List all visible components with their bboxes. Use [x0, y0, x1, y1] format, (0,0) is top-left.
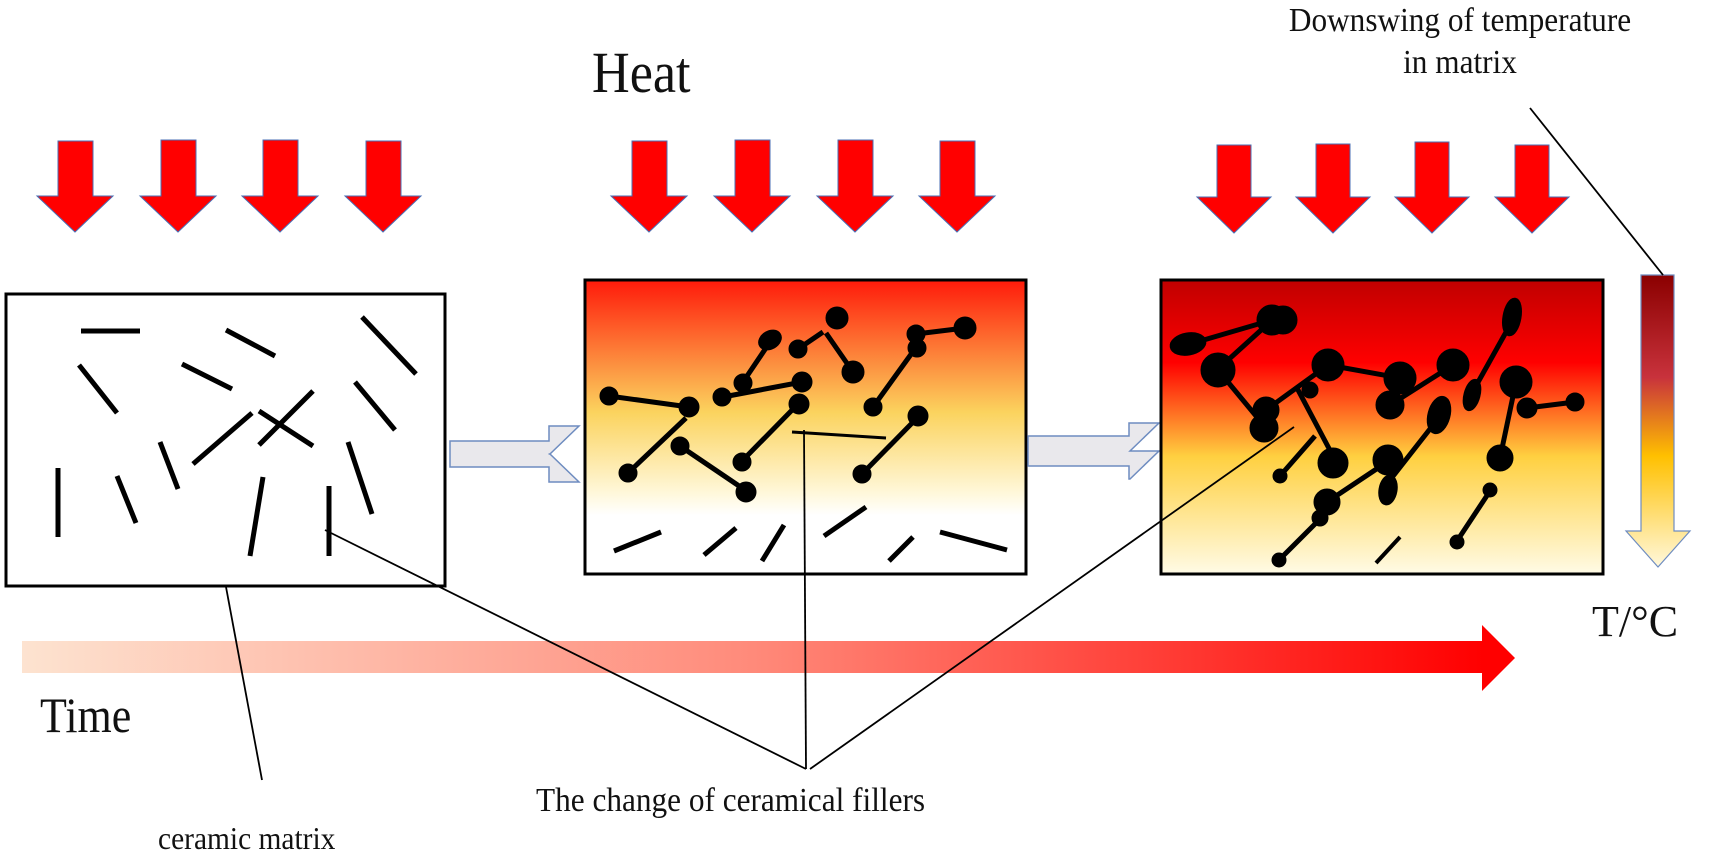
- heat-arrow-icon: [712, 139, 792, 233]
- stage-2-matrix-box: [583, 278, 1028, 576]
- temperature-unit-label: T/°C: [1592, 597, 1679, 646]
- heat-arrow-icon: [1393, 141, 1471, 234]
- downswing-line-1: Downswing of temperature: [1288, 2, 1632, 39]
- stage-arrow-icon: [449, 425, 581, 483]
- heat-arrow-icon: [138, 139, 218, 233]
- heat-arrow-icon: [240, 139, 320, 233]
- downswing-leader-line: [1529, 107, 1664, 276]
- heat-arrow-icon: [1195, 144, 1273, 234]
- unsintered-fillers: [613, 504, 1008, 563]
- heat-arrow-icon: [917, 140, 997, 233]
- heat-label: Heat: [592, 40, 691, 105]
- leader-lines: [225, 107, 1664, 781]
- fillers-leader-line-stage2: [803, 429, 807, 770]
- stage-1-matrix-box: [4, 292, 447, 588]
- matrix-caption: ceramic matrix: [158, 820, 336, 856]
- grown-fillers: [1169, 297, 1585, 568]
- heat-arrows-stage-2: [609, 139, 997, 233]
- fillers-leader-line-stage1: [324, 529, 807, 770]
- heat-arrow-icon: [1493, 144, 1571, 234]
- matrix-leader-line: [225, 586, 263, 781]
- heat-arrow-icon: [35, 140, 115, 233]
- sintered-fillers: [599, 306, 977, 503]
- stage-arrow-icon: [1027, 422, 1161, 480]
- fillers-caption: The change of ceramical fillers: [536, 782, 926, 819]
- heat-arrow-icon: [343, 140, 423, 233]
- heat-arrows-stage-1: [35, 139, 423, 233]
- temperature-gradient-arrow: [1624, 274, 1692, 568]
- time-arrow: [22, 625, 1515, 691]
- downswing-annotation: Downswing of temperature in matrix: [1235, 0, 1686, 84]
- fillers-leader-line-stage3: [809, 426, 1295, 770]
- downswing-line-2: in matrix: [1403, 44, 1517, 81]
- time-label: Time: [40, 687, 132, 743]
- heat-arrow-icon: [609, 140, 689, 233]
- heat-arrow-icon: [1294, 143, 1372, 234]
- rod-fillers: [55, 315, 418, 557]
- stage-3-matrix-box: [1159, 278, 1605, 576]
- heat-arrow-icon: [815, 139, 895, 233]
- heat-arrows-stage-3: [1195, 141, 1571, 234]
